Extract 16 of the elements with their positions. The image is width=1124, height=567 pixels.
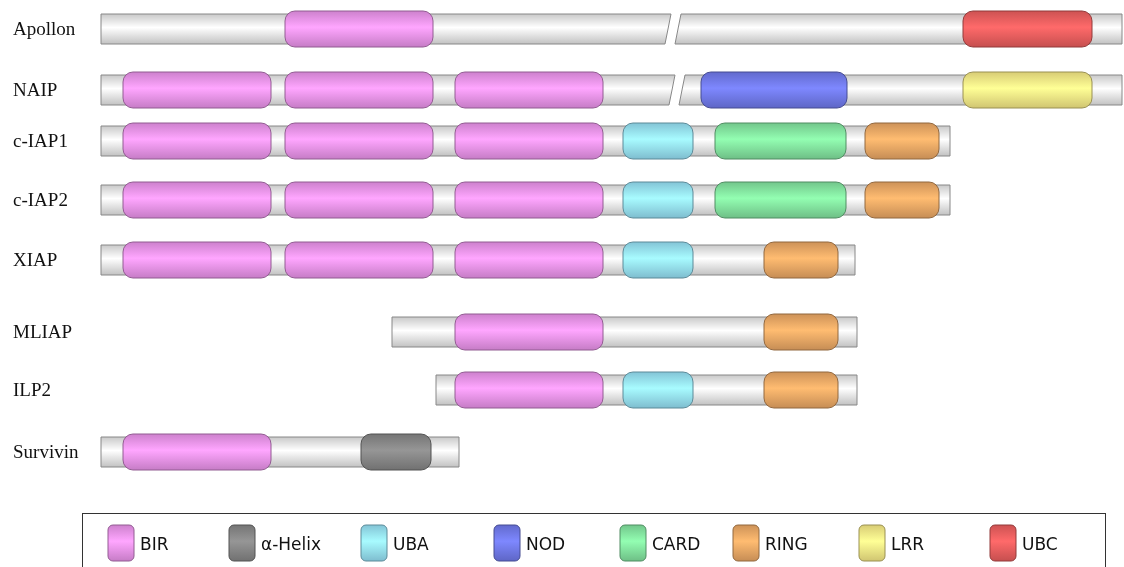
protein-name: NAIP <box>13 79 58 101</box>
protein-name: ILP2 <box>13 379 51 401</box>
legend-label: CARD <box>652 534 701 554</box>
protein-name: Apollon <box>13 18 76 40</box>
protein-name: MLIAP <box>13 321 73 343</box>
protein-name: c-IAP2 <box>13 189 68 211</box>
legend-label: RING <box>765 534 808 554</box>
protein-name: c-IAP1 <box>13 130 68 152</box>
legend-label: LRR <box>891 534 925 554</box>
legend-label: α-Helix <box>261 534 322 554</box>
protein-name: XIAP <box>13 249 58 271</box>
legend-label: NOD <box>526 534 566 554</box>
legend-label: UBA <box>393 534 429 554</box>
protein-name: Survivin <box>13 441 79 463</box>
legend-label: BIR <box>140 534 169 554</box>
legend-label: UBC <box>1022 534 1058 554</box>
